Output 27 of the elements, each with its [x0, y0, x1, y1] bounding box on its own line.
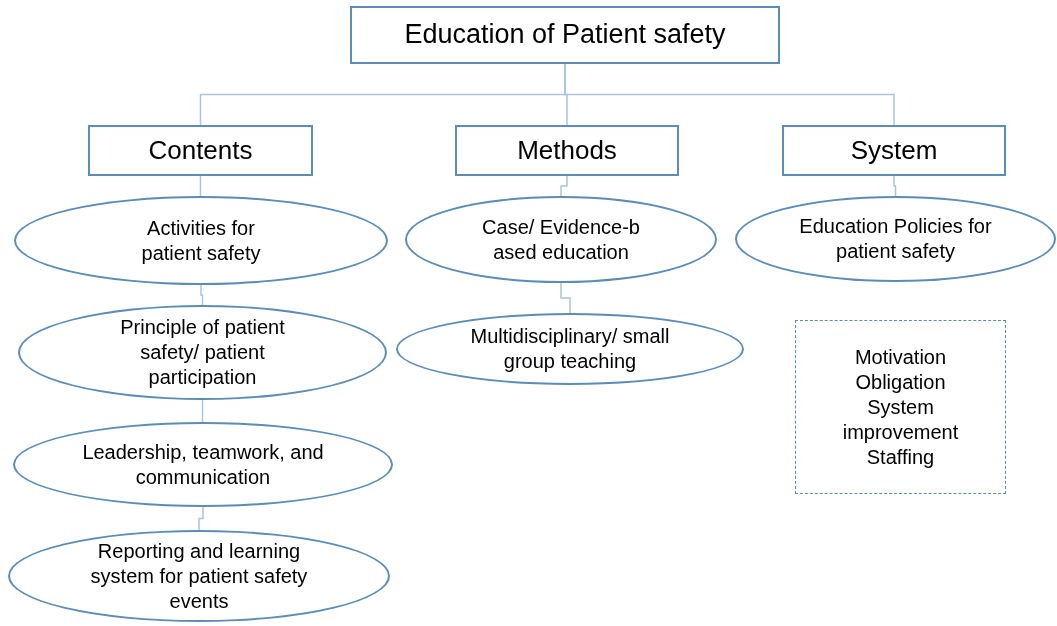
category-box [88, 125, 313, 176]
node-text: Obligation [855, 369, 946, 395]
node-text: System improvement [841, 394, 960, 445]
connector-line [201, 399, 204, 423]
node-text: Leadership, teamwork, and communication [81, 439, 325, 490]
node-text: Education Policies for patient safety [798, 214, 993, 264]
node-text: Motivation [854, 344, 947, 370]
node-text: Case/ Evidence-b ased education [481, 214, 641, 265]
node-text: Methods [517, 134, 617, 167]
node-text: Education of Patient safety [404, 18, 726, 52]
connector-line [560, 282, 571, 314]
node-text: Contents [148, 134, 253, 167]
node-text: Multidisciplinary/ small group teaching [469, 324, 671, 374]
category-box [782, 125, 1006, 176]
node-text: Staffing [866, 444, 935, 470]
connector-line [198, 506, 204, 531]
note-box [795, 320, 1006, 494]
connector-line [893, 175, 897, 197]
connector-line [199, 175, 202, 197]
category-box [455, 125, 679, 176]
node-text: Principle of patient safety/ patient participation [119, 315, 286, 390]
category-box [350, 6, 780, 64]
node-text: Activities for patient safety [140, 215, 262, 266]
node-text: Reporting and learning system for patient safety events [89, 538, 309, 614]
connector-line [560, 175, 568, 197]
connector-line [200, 284, 204, 306]
node-text: System [850, 134, 938, 167]
